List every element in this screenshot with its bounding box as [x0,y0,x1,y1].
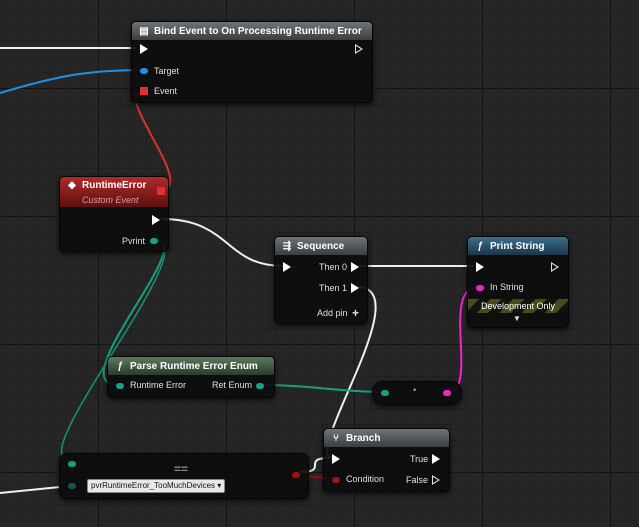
runtime-error-input-label: Runtime Error [130,380,187,390]
development-only-banner: Development Only [468,299,568,313]
equal-operator-icon: == [174,462,189,476]
event-diamond-icon: ◆ [68,180,76,191]
event-delegate-pin[interactable] [140,87,148,95]
target-pin[interactable] [140,68,148,74]
in-string-label: In String [490,282,524,292]
runtime-error-event-node[interactable]: ◆ RuntimeError Custom Event Pvrint [59,176,169,252]
then0-out-pin[interactable] [351,262,359,272]
target-label: Target [154,66,180,76]
sequence-icon: ⇶ [282,240,292,252]
parse-enum-title: Parse Runtime Error Enum [130,360,258,372]
equal-enum-node[interactable]: == pvrRuntimeError_TooMuchDevices ▾ [59,453,309,499]
add-pin-plus-icon[interactable]: + [352,306,360,320]
expand-arrow-icon[interactable]: ▼ [513,314,521,323]
in-string-pin[interactable] [476,285,484,291]
enum-value-text: pvrRuntimeError_TooMuchDevices [91,481,216,490]
object-wire-target [0,69,145,94]
ret-enum-label: Ret Enum [212,380,253,390]
condition-pin[interactable] [332,477,340,483]
runtime-error-header[interactable]: ◆ RuntimeError [60,177,168,207]
parse-runtime-error-enum-node[interactable]: ƒ Parse Runtime Error Enum Runtime Error… [107,356,275,398]
conversion-dot-icon: • [413,385,417,395]
branch-header[interactable]: ⑂ Branch [324,429,449,447]
byte-wire-pvrint-to-equal [60,239,166,461]
equal-input-b-pin[interactable] [68,483,76,489]
development-only-label: Development Only [480,301,556,311]
function-icon: ƒ [117,360,123,372]
bind-event-title: Bind Event to On Processing Runtime Erro… [154,25,362,37]
conversion-out-pin[interactable] [443,390,451,396]
condition-label: Condition [346,474,385,484]
enum-value-dropdown[interactable]: pvrRuntimeError_TooMuchDevices ▾ [87,479,226,493]
event-label: Event [154,86,178,96]
delegate-out-pin[interactable] [157,187,165,195]
dropdown-chevron-icon: ▾ [217,481,222,490]
exec-wire-event-to-sequence [161,218,284,267]
runtime-error-title: RuntimeError [82,180,147,191]
then1-label: Then 1 [319,283,348,293]
exec-in-pin[interactable] [140,44,148,54]
print-string-node[interactable]: ƒ Print String In String Development Onl… [467,236,569,328]
exec-in-pin[interactable] [283,262,291,272]
bind-event-header[interactable]: ▤ Bind Event to On Processing Runtime Er… [132,22,372,40]
function-icon: ƒ [477,240,483,252]
exec-in-pin[interactable] [476,262,484,272]
pvrint-label: Pvrint [122,236,146,246]
pvrint-out-pin[interactable] [150,238,158,244]
false-out-pin[interactable] [432,475,440,485]
branch-node[interactable]: ⑂ Branch True Condition False [323,428,450,492]
exec-out-pin[interactable] [551,262,559,272]
print-string-title: Print String [490,240,545,252]
add-pin-button[interactable]: Add pin [317,308,348,318]
custom-event-subtitle: Custom Event [82,195,139,205]
then1-out-pin[interactable] [351,283,359,293]
enum-to-string-conversion-node[interactable]: • [372,381,462,405]
sequence-node[interactable]: ⇶ Sequence Then 0 Then 1 Add pin + [274,236,368,324]
true-out-pin[interactable] [432,454,440,464]
print-string-header[interactable]: ƒ Print String [468,237,568,255]
byte-wire-retenum-to-convert [261,384,384,393]
exec-out-pin[interactable] [152,215,160,225]
branch-icon: ⑂ [333,432,339,444]
function-box-icon: ▤ [139,25,149,37]
exec-out-pin[interactable] [355,44,363,54]
branch-title: Branch [346,432,381,444]
equal-out-pin[interactable] [292,472,300,478]
exec-in-pin[interactable] [332,454,340,464]
ret-enum-out-pin[interactable] [256,383,264,389]
true-label: True [410,454,429,464]
conversion-in-pin[interactable] [381,390,389,396]
runtime-error-in-pin[interactable] [116,383,124,389]
equal-input-a-pin[interactable] [68,461,76,467]
false-label: False [406,475,429,485]
exec-wire-bottom-left [0,486,61,494]
then0-label: Then 0 [319,262,348,272]
bind-event-node[interactable]: ▤ Bind Event to On Processing Runtime Er… [131,21,373,103]
sequence-header[interactable]: ⇶ Sequence [275,237,367,255]
parse-enum-header[interactable]: ƒ Parse Runtime Error Enum [108,357,274,375]
sequence-title: Sequence [297,240,345,252]
